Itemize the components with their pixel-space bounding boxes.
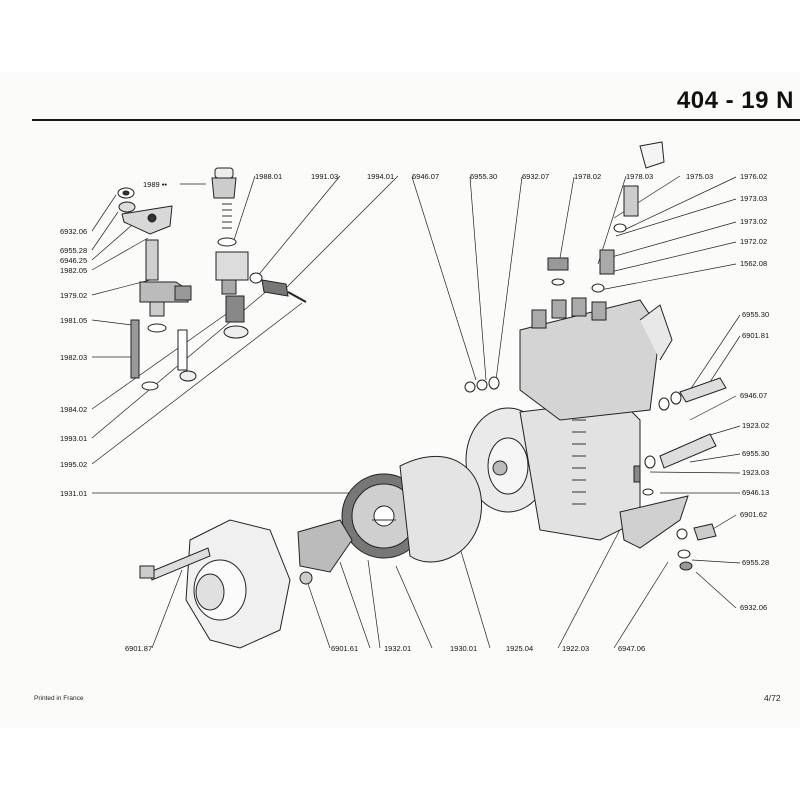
part-label: 1932.01 xyxy=(384,644,411,653)
header-rule xyxy=(32,119,800,121)
timing-gear-group xyxy=(297,456,482,585)
injection-pump-body xyxy=(465,297,673,541)
part-label: 1995.02 xyxy=(60,460,87,469)
fixing-bolts-right xyxy=(464,376,727,571)
part-label: 1973.02 xyxy=(740,217,767,226)
part-label: 1931.01 xyxy=(60,489,87,498)
part-label: 1982.03 xyxy=(60,353,87,362)
part-label: 6955.30 xyxy=(742,310,769,319)
part-label: 6955.30 xyxy=(470,172,497,181)
part-label: 1922.03 xyxy=(562,644,589,653)
part-label: 6946.07 xyxy=(412,172,439,181)
part-label: 6901.61 xyxy=(331,644,358,653)
part-label: 6901.81 xyxy=(742,331,769,340)
part-label: 1972.02 xyxy=(740,237,767,246)
page-title: 404 - 19 N xyxy=(676,87,794,114)
part-label: 6946.13 xyxy=(742,488,769,497)
part-label: 1984.02 xyxy=(60,405,87,414)
part-label: 6932.06 xyxy=(60,227,87,236)
part-label: 1562.08 xyxy=(740,259,767,268)
part-label: 6932.06 xyxy=(740,603,767,612)
part-label: 1981.05 xyxy=(60,316,87,325)
part-label: 1925.04 xyxy=(506,644,533,653)
part-label: 1975.03 xyxy=(686,172,713,181)
part-label: 1991.03 xyxy=(311,172,338,181)
part-label: 6955.30 xyxy=(742,449,769,458)
part-label: 1982.05 xyxy=(60,266,87,275)
printed-in-france: Printed in France xyxy=(34,695,84,702)
part-label: 1973.03 xyxy=(740,194,767,203)
part-label: 1978.03 xyxy=(626,172,653,181)
part-label: 6946.07 xyxy=(740,391,767,400)
part-label: 1930.01 xyxy=(450,644,477,653)
part-label: 1923.03 xyxy=(742,468,769,477)
part-label: 6947.06 xyxy=(618,644,645,653)
part-label: 6932.07 xyxy=(522,172,549,181)
part-label: 1988.01 xyxy=(255,172,282,181)
part-label: 6955.28 xyxy=(742,558,769,567)
part-label: 1923.02 xyxy=(742,421,769,430)
part-label: 1993.01 xyxy=(60,434,87,443)
part-label: 1979.02 xyxy=(60,291,87,300)
injector-assembly xyxy=(117,187,197,391)
front-housing xyxy=(139,519,291,649)
part-label: 1976.02 xyxy=(740,172,767,181)
part-label: 1978.02 xyxy=(574,172,601,181)
part-label: 6901.62 xyxy=(740,510,767,519)
part-label: 1989 •• xyxy=(143,180,167,189)
part-labels: 6932.06 6955.28 6946.25 1982.05 1979.02 … xyxy=(60,172,769,653)
part-label: 6955.28 xyxy=(60,246,87,255)
valve-assembly xyxy=(211,167,307,339)
part-label: 1994.01 xyxy=(367,172,394,181)
delivery-valve-stack xyxy=(547,141,665,293)
part-label: 6946.25 xyxy=(60,256,87,265)
part-label: 6901.87 xyxy=(125,644,152,653)
page-number: 4/72 xyxy=(764,693,781,703)
